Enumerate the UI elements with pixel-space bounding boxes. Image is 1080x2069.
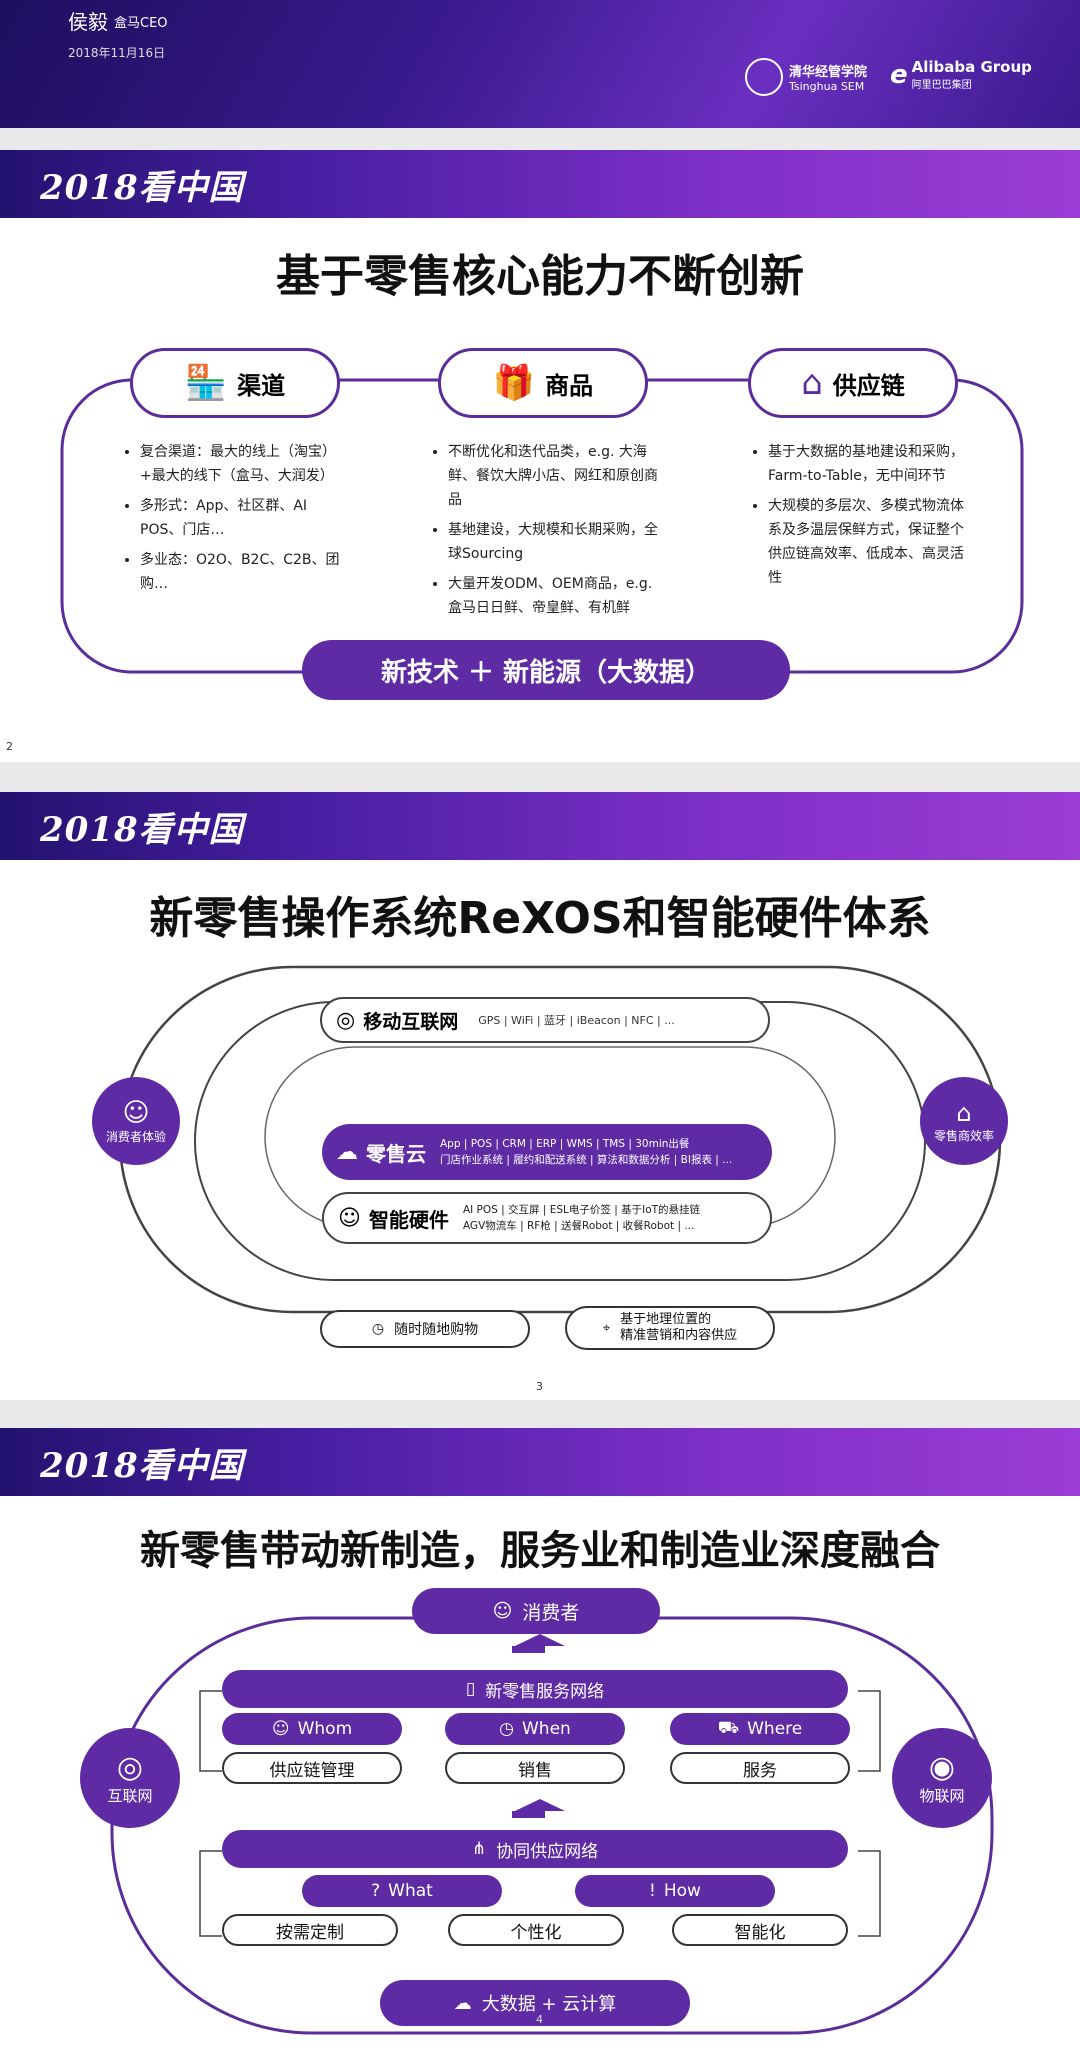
- talk-date: 2018年11月16日: [68, 46, 166, 60]
- consumer-pill: ☺ 消费者: [412, 1588, 660, 1634]
- list-item: 多业态：O2O、B2C、C2B、团购…: [140, 548, 342, 596]
- slide-header: 2018看中国: [0, 150, 1080, 218]
- page-number: 4: [536, 2013, 543, 2026]
- tsinghua-logo: 清华经管学院 Tsinghua SEM: [745, 58, 867, 96]
- network-icon: ⋔: [471, 1839, 487, 1859]
- phone-icon: ▯: [465, 1679, 476, 1699]
- sales-pill: 销售: [445, 1752, 625, 1784]
- clock-icon: ◷: [371, 1321, 385, 1337]
- bigdata-cloud-pill: ☁ 大数据 + 云计算: [380, 1980, 690, 2026]
- slide-title: 新零售操作系统ReXOS和智能硬件体系: [149, 893, 931, 944]
- location-pin-icon: ⌖: [602, 1320, 611, 1336]
- alibaba-logo: e Alibaba Group 阿里巴巴集团: [890, 58, 1032, 91]
- page-number: 3: [536, 1380, 543, 1393]
- store-icon: 🏪: [184, 363, 228, 403]
- iot-node: ◉ 物联网: [892, 1728, 992, 1828]
- brand-logo: 2018看中国: [40, 1446, 244, 1486]
- slide-title: 基于零售核心能力不断创新: [276, 251, 804, 302]
- when-pill: ◷When: [445, 1713, 625, 1745]
- where-pill: ⛟Where: [670, 1713, 850, 1745]
- page-number: 2: [6, 740, 13, 753]
- cloud-icon: ☁: [453, 1992, 472, 2014]
- coop-supply-network-bar: ⋔ 协同供应网络: [222, 1830, 848, 1868]
- internet-node: ◎ 互联网: [80, 1728, 180, 1828]
- personalized-pill: 个性化: [448, 1914, 624, 1946]
- list-item: 基地建设，大规模和长期采购，全球Sourcing: [448, 518, 660, 566]
- person-icon: ☺: [122, 1097, 150, 1128]
- bullets-goods: 不断优化和迭代品类，e.g. 大海鲜、餐饮大牌小店、网红和原创商品 基地建设，大…: [430, 440, 660, 626]
- mobile-internet-pill: ◎ 移动互联网 GPS | WiFi | 蓝牙 | iBeacon | NFC …: [320, 997, 770, 1043]
- list-item: 大量开发ODM、OEM商品，e.g. 盒马日日鲜、帝皇鲜、有机鲜: [448, 572, 660, 620]
- list-item: 基于大数据的基地建设和采购，Farm-to-Table，无中间环节: [768, 440, 970, 488]
- person-icon: ☺: [271, 1719, 290, 1739]
- brand-logo: 2018看中国: [40, 810, 244, 850]
- service-network-bar: ▯ 新零售服务网络: [222, 1670, 848, 1708]
- brain-icon: ☺: [338, 1205, 361, 1231]
- exclamation-icon: !: [649, 1881, 656, 1901]
- slide-4: 2018看中国 新零售带动新制造，服务业和制造业深度融合 ☺ 消费者 ▯ 新零售…: [0, 1428, 1080, 2069]
- person-icon: ☺: [492, 1600, 513, 1622]
- list-item: 大规模的多层次、多模式物流体系及多温层保鲜方式，保证整个供应链高效率、低成本、高…: [768, 494, 970, 590]
- target-icon: ◉: [928, 1750, 956, 1785]
- gift-icon: 🎁: [492, 363, 536, 403]
- consumer-experience-node: ☺ 消费者体验: [92, 1077, 180, 1165]
- speaker-role: 盒马CEO: [114, 16, 168, 31]
- up-arrow-icon: [512, 1799, 565, 1818]
- retail-cloud-pill: ☁ 零售云 App | POS | CRM | ERP | WMS | TMS …: [322, 1124, 772, 1180]
- cloud-icon: ☁: [336, 1139, 358, 1165]
- up-arrow-icon: [512, 1634, 565, 1653]
- seal-icon: [745, 58, 783, 96]
- slide-header: 2018看中国: [0, 792, 1080, 860]
- geo-marketing-pill: ⌖ 基于地理位置的 精准营销和内容供应: [565, 1306, 775, 1350]
- slide-header: 2018看中国: [0, 1428, 1080, 1496]
- category-pill-supply: ⌂ 供应链: [748, 348, 958, 418]
- service-pill: 服务: [670, 1752, 850, 1784]
- whom-pill: ☺Whom: [222, 1713, 402, 1745]
- store-icon: ⌂: [956, 1098, 972, 1127]
- globe-icon: ◎: [336, 1007, 356, 1033]
- delivery-truck-icon: ⛟: [717, 1718, 740, 1738]
- list-item: 不断优化和迭代品类，e.g. 大海鲜、餐饮大牌小店、网红和原创商品: [448, 440, 660, 512]
- globe-icon: ◎: [116, 1750, 144, 1785]
- top-banner: 侯毅 盒马CEO 2018年11月16日 清华经管学院 Tsinghua SEM…: [0, 0, 1080, 128]
- list-item: 多形式：App、社区群、AI POS、门店…: [140, 494, 342, 542]
- supply-chain-mgmt-pill: 供应链管理: [222, 1752, 402, 1784]
- tech-energy-pill: 新技术 ＋ 新能源（大数据）: [302, 640, 790, 700]
- bullets-channel: 复合渠道：最大的线上（淘宝）+最大的线下（盒马、大润发） 多形式：App、社区群…: [122, 440, 342, 602]
- slide-title: 新零售带动新制造，服务业和制造业深度融合: [140, 1528, 940, 1574]
- slide-3: 2018看中国 新零售操作系统ReXOS和智能硬件体系 ◎ 移动互联网 GPS …: [0, 792, 1080, 1400]
- retailer-efficiency-node: ⌂ 零售商效率: [920, 1077, 1008, 1165]
- smart-hardware-pill: ☺ 智能硬件 AI POS | 交互屏 | ESL电子价签 | 基于IoT的悬挂…: [322, 1192, 772, 1244]
- question-icon: ?: [371, 1881, 381, 1901]
- category-pill-goods: 🎁 商品: [438, 348, 648, 418]
- intelligent-pill: 智能化: [672, 1914, 848, 1946]
- clock-icon: ◷: [499, 1719, 514, 1739]
- category-pill-channel: 🏪 渠道: [130, 348, 340, 418]
- speaker-name: 侯毅: [68, 10, 108, 34]
- how-pill: !How: [575, 1875, 775, 1907]
- brand-logo: 2018看中国: [40, 168, 244, 208]
- custom-pill: 按需定制: [222, 1914, 398, 1946]
- alibaba-mark-icon: e: [890, 59, 908, 90]
- bullets-supply: 基于大数据的基地建设和采购，Farm-to-Table，无中间环节 大规模的多层…: [750, 440, 970, 596]
- anytime-shopping-pill: ◷ 随时随地购物: [320, 1310, 530, 1348]
- list-item: 复合渠道：最大的线上（淘宝）+最大的线下（盒马、大润发）: [140, 440, 342, 488]
- what-pill: ?What: [302, 1875, 502, 1907]
- slide-2: 2018看中国 基于零售核心能力不断创新 🏪 渠道 🎁 商品 ⌂ 供应链 复合渠…: [0, 150, 1080, 762]
- warehouse-icon: ⌂: [801, 363, 823, 403]
